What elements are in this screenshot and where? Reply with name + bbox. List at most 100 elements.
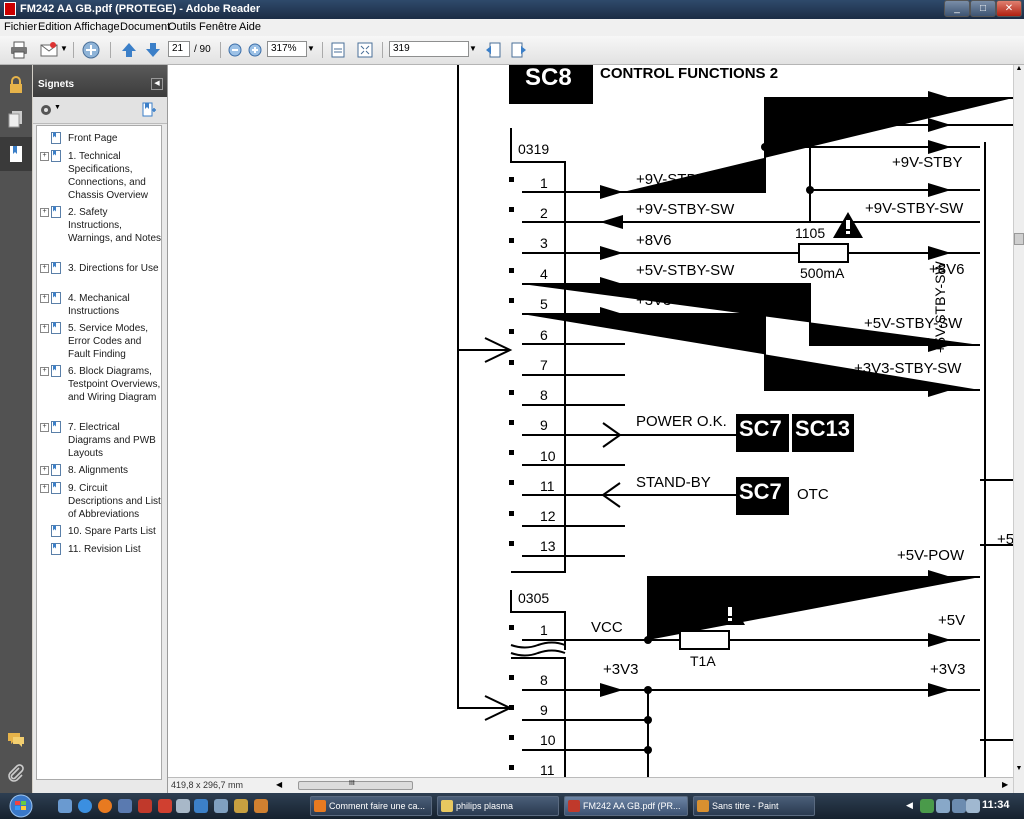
expand-icon[interactable]: + <box>40 367 49 376</box>
pages-icon[interactable] <box>6 109 26 129</box>
horizontal-scroll-thumb[interactable]: III <box>298 780 413 790</box>
collaborate-icon[interactable] <box>82 41 100 59</box>
menu-aide[interactable]: Aide <box>239 21 262 33</box>
zoom-dropdown-icon[interactable]: ▼ <box>307 44 315 53</box>
menu-affichage[interactable]: Affichage <box>74 21 120 33</box>
bookmark-icon <box>51 150 61 162</box>
bookmarks-tab[interactable] <box>0 137 32 171</box>
quicklaunch-icon[interactable] <box>234 799 248 813</box>
lock-icon[interactable] <box>6 75 26 95</box>
pin-label: 3 <box>540 235 548 251</box>
email-dropdown-icon[interactable]: ▼ <box>60 44 68 53</box>
bookmark-icon <box>51 206 61 218</box>
taskbar-item-firefox[interactable]: Comment faire une ca... <box>310 796 432 816</box>
pin-label: 6 <box>540 327 548 343</box>
net-label: +9V-STBY-SW <box>865 200 964 217</box>
scroll-left-icon[interactable]: ◀ <box>276 780 283 789</box>
options-gear-icon[interactable] <box>39 103 53 117</box>
expand-icon[interactable]: + <box>40 484 49 493</box>
minimize-button[interactable]: _ <box>944 0 970 17</box>
scroll-down-icon[interactable]: ▼ <box>1015 765 1023 772</box>
zoom-input[interactable]: 317% <box>267 41 307 57</box>
volume-icon[interactable] <box>952 799 966 813</box>
menu-outils[interactable]: Outils <box>168 21 197 33</box>
firefox-icon[interactable] <box>98 799 112 813</box>
network-icon[interactable] <box>936 799 950 813</box>
clock[interactable]: 11:34 <box>982 799 1010 811</box>
bookmark-icon <box>51 292 61 304</box>
internet-explorer-icon[interactable] <box>78 799 92 813</box>
pin-label: 5 <box>540 296 548 312</box>
close-button[interactable]: ✕ <box>996 0 1022 17</box>
fit-page-icon[interactable] <box>329 41 347 59</box>
net-label: OTC <box>797 486 829 503</box>
net-label: +3V3-STBY-SW <box>636 292 744 309</box>
quicklaunch-icon[interactable] <box>118 799 132 813</box>
search-input[interactable]: 319 <box>389 41 469 57</box>
taskbar-item-folder[interactable]: philips plasma <box>437 796 559 816</box>
panel-collapse-icon[interactable]: ◀ <box>151 78 163 90</box>
expand-icon[interactable]: + <box>40 324 49 333</box>
ref-sc7[interactable]: SC7 <box>739 416 782 441</box>
acrobat-reader-icon[interactable] <box>158 799 172 813</box>
start-button-icon[interactable] <box>4 793 38 819</box>
scroll-up-icon[interactable]: ▲ <box>1015 65 1023 72</box>
fuse-ref: 1100 <box>676 613 707 629</box>
navigation-rail <box>0 65 32 793</box>
menu-edition[interactable]: Edition <box>38 21 72 33</box>
expand-icon[interactable]: + <box>40 466 49 475</box>
menu-document[interactable]: Document <box>120 21 171 33</box>
paint-icon <box>697 800 709 812</box>
page-number-input[interactable]: 21 <box>168 41 190 57</box>
email-icon[interactable] <box>40 41 58 59</box>
expand-icon[interactable]: + <box>40 294 49 303</box>
full-screen-icon[interactable] <box>356 41 374 59</box>
taskbar-item-adobe-reader[interactable]: FM242 AA GB.pdf (PR... <box>564 796 688 816</box>
net-label: +5V <box>938 612 966 629</box>
net-label: +9V-STBY <box>636 171 707 188</box>
new-bookmark-icon[interactable] <box>141 102 157 118</box>
zoom-out-icon[interactable] <box>226 41 244 59</box>
vertical-scrollbar[interactable]: ▲ ▼ <box>1013 65 1024 793</box>
next-page-icon[interactable] <box>144 41 162 59</box>
comments-icon[interactable] <box>6 729 26 749</box>
previous-page-icon[interactable] <box>120 41 138 59</box>
search-dropdown-icon[interactable]: ▼ <box>469 44 477 53</box>
ref-sc7[interactable]: SC7 <box>739 479 782 504</box>
find-previous-icon[interactable] <box>484 41 502 59</box>
taskbar-item-paint[interactable]: Sans titre - Paint <box>693 796 815 816</box>
bookmark-icon <box>51 543 61 555</box>
expand-icon[interactable]: + <box>40 264 49 273</box>
document-view[interactable]: SC8 CONTROL FUNCTIONS 2 0319 0305 1 2 3 … <box>168 65 1013 777</box>
quicklaunch-icon[interactable] <box>176 799 190 813</box>
fuse-ref: 1105 <box>795 225 826 241</box>
acrobat-icon[interactable] <box>138 799 152 813</box>
menu-fenetre[interactable]: Fenêtre <box>199 21 237 33</box>
scroll-thumb[interactable] <box>1014 233 1024 245</box>
scroll-right-icon[interactable]: ▶ <box>1002 780 1009 789</box>
net-label: +5V-POW <box>897 547 965 564</box>
tray-icon[interactable] <box>920 799 934 813</box>
pin-label: 9 <box>540 702 548 718</box>
quicklaunch-icon[interactable] <box>194 799 208 813</box>
find-next-icon[interactable] <box>510 41 528 59</box>
quicklaunch-icon[interactable] <box>254 799 268 813</box>
ref-sc13[interactable]: SC13 <box>795 416 851 441</box>
quicklaunch-icon[interactable] <box>214 799 228 813</box>
attachment-icon[interactable] <box>6 763 26 783</box>
expand-icon[interactable]: + <box>40 423 49 432</box>
tray-icon[interactable] <box>966 799 980 813</box>
options-dropdown-icon[interactable]: ▼ <box>54 104 61 111</box>
net-label: +9V-STBY-SW <box>636 201 735 218</box>
net-label: +9V-STBY <box>892 154 963 171</box>
bookmarks-list: Front Page +1. Technical Specifications,… <box>36 125 162 780</box>
show-desktop-icon[interactable] <box>58 799 72 813</box>
menu-fichier[interactable]: Fichier <box>4 21 38 33</box>
expand-icon[interactable]: + <box>40 152 49 161</box>
expand-icon[interactable]: + <box>40 208 49 217</box>
zoom-in-icon[interactable] <box>246 41 264 59</box>
maximize-button[interactable]: □ <box>970 0 996 17</box>
tray-expand-icon[interactable]: ◀ <box>906 800 913 810</box>
fuse-rating: 500mA <box>800 265 845 281</box>
print-icon[interactable] <box>10 41 28 59</box>
